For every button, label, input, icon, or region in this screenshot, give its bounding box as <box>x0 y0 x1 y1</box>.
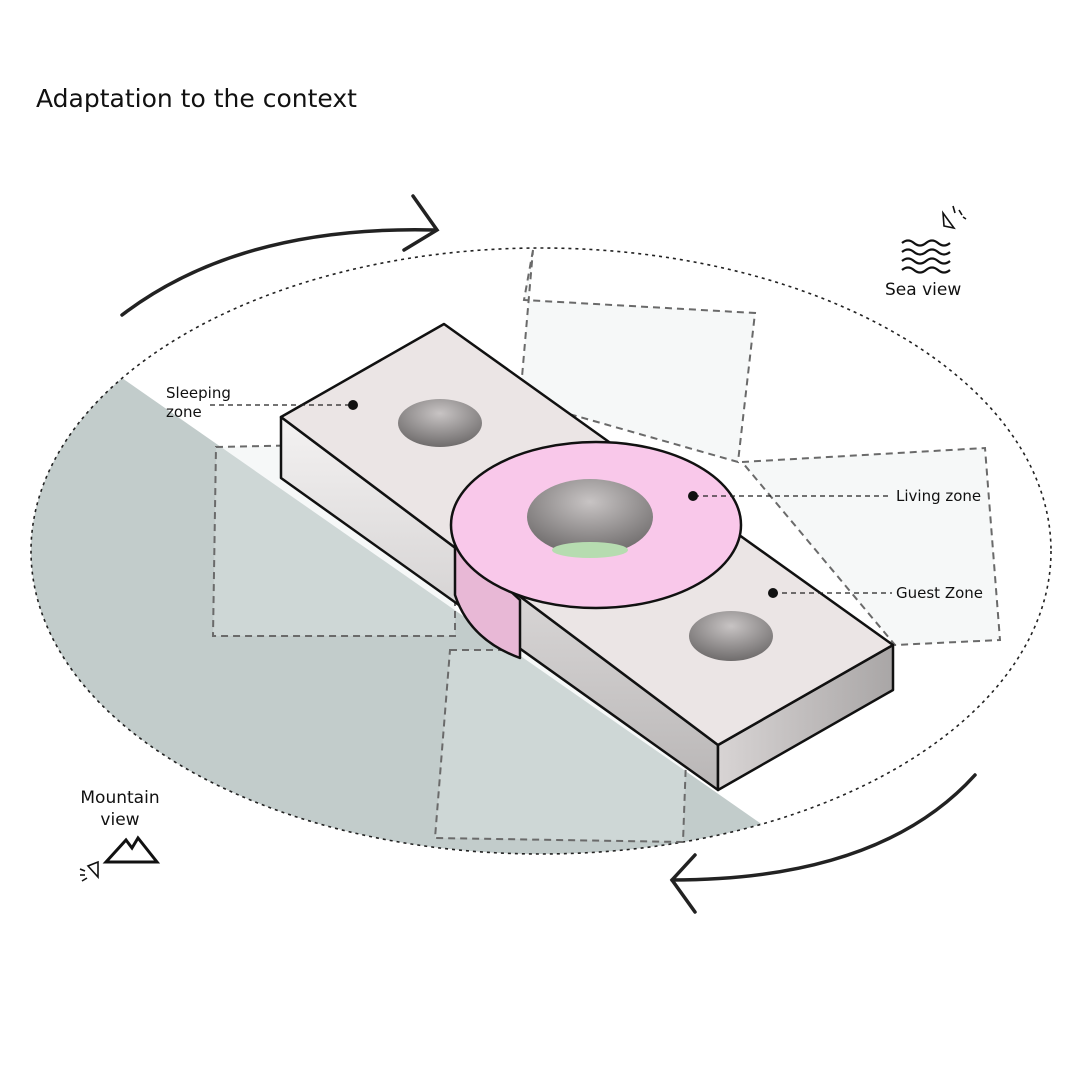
shadow-area <box>31 300 800 854</box>
courtyard-green <box>552 542 628 558</box>
eye-icon-sea <box>941 205 967 230</box>
page-title: Adaptation to the context <box>36 84 357 113</box>
rotation-arrows <box>120 194 977 914</box>
arrowhead-top <box>402 194 440 252</box>
label-sleeping-line2: zone <box>166 403 202 421</box>
ring-cylinder-side <box>453 538 522 660</box>
living-dot <box>688 491 698 501</box>
view-frame-east <box>739 446 1002 647</box>
label-guest-zone: Guest Zone <box>896 584 984 602</box>
leaders <box>210 404 892 594</box>
label-mountain-line1: Mountain <box>80 788 160 808</box>
arrow-bottom <box>670 773 977 882</box>
guest-dot <box>768 588 778 598</box>
skylight-guest <box>689 611 773 661</box>
label-mountain-line2: view <box>100 810 140 830</box>
site-boundary-ellipse <box>30 247 1052 855</box>
building <box>279 322 895 792</box>
zone-dots <box>348 400 778 598</box>
arrow-top <box>120 227 437 317</box>
label-living-zone: Living zone <box>896 487 982 505</box>
sleeping-dot <box>348 400 358 410</box>
label-sleeping-line1: Sleeping <box>166 384 231 402</box>
eye-icon-mountain <box>79 860 99 882</box>
label-sleeping-zone: Sleeping zone <box>166 384 231 422</box>
view-frame-north <box>518 249 757 464</box>
skylight-sleeping <box>398 399 482 447</box>
waves-icon <box>901 239 951 274</box>
courtyard-hole <box>527 479 653 555</box>
label-mountain-view: Mountain view <box>74 787 166 831</box>
mountain-icon <box>102 835 161 864</box>
label-sea-view: Sea view <box>885 280 962 300</box>
arrowhead-bottom <box>669 853 697 914</box>
